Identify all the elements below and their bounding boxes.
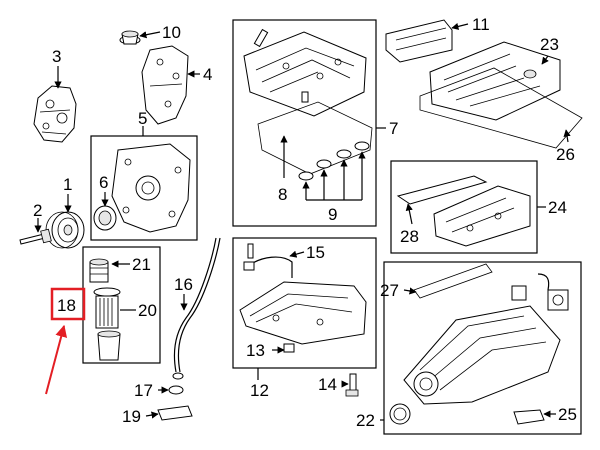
callout-16: 16 bbox=[174, 275, 193, 294]
part-spark-plug bbox=[253, 28, 269, 48]
callout-7: 7 bbox=[389, 119, 398, 138]
part-28-cover-strip bbox=[396, 175, 488, 205]
part-4-chain-cover bbox=[141, 45, 189, 125]
part-25-gasket bbox=[513, 409, 545, 425]
callout-1: 1 bbox=[63, 175, 72, 194]
part-16-dipstick-tube bbox=[172, 237, 221, 380]
part-pcv-valve bbox=[511, 273, 569, 311]
part-22-intake-manifold bbox=[389, 305, 561, 425]
callout-9: 9 bbox=[328, 205, 337, 224]
callout-18: 18 bbox=[57, 296, 76, 315]
callout-24: 24 bbox=[548, 198, 567, 217]
part-19-gasket bbox=[157, 405, 193, 421]
part-11-cover bbox=[385, 19, 453, 63]
part-20-filter-element bbox=[93, 287, 121, 329]
highlight-callout-18 bbox=[45, 287, 86, 395]
callout-27: 27 bbox=[380, 281, 399, 300]
callout-5: 5 bbox=[138, 109, 147, 128]
callout-17: 17 bbox=[134, 381, 153, 400]
part-24-engine-cover bbox=[433, 185, 531, 247]
part-3-bracket bbox=[33, 85, 77, 143]
callout-10: 10 bbox=[162, 23, 181, 42]
part-26-gasket bbox=[419, 67, 583, 149]
group-box-oil-pan bbox=[232, 237, 377, 369]
part-oil-pan-bolt bbox=[247, 243, 254, 259]
callout-23: 23 bbox=[540, 35, 559, 54]
part-6-seal bbox=[93, 205, 117, 231]
group-box-valve-cover bbox=[232, 19, 377, 227]
group-box-intake-manifold bbox=[383, 261, 582, 435]
callout-26: 26 bbox=[556, 145, 575, 164]
part-13-drain-plug bbox=[283, 343, 295, 353]
callout-25: 25 bbox=[558, 405, 577, 424]
callout-labels: 1 2 3 4 5 6 7 8 9 10 11 12 13 14 15 16 1… bbox=[33, 15, 577, 430]
callout-21: 21 bbox=[132, 255, 151, 274]
part-1-pulley bbox=[45, 211, 85, 249]
leader-lines bbox=[34, 22, 571, 421]
callout-22: 22 bbox=[356, 411, 375, 430]
callout-11: 11 bbox=[472, 15, 490, 34]
part-valve-bolt bbox=[301, 91, 309, 103]
callout-28: 28 bbox=[400, 227, 419, 246]
part-valve-cover bbox=[243, 31, 367, 117]
callout-20: 20 bbox=[138, 301, 157, 320]
part-15-pickup-tube bbox=[243, 256, 293, 278]
group-box-timing-cover bbox=[90, 135, 198, 241]
callout-4: 4 bbox=[203, 65, 212, 84]
part-14-sensor bbox=[345, 373, 359, 397]
part-5-front-cover bbox=[111, 143, 191, 233]
part-10-filler-cap bbox=[119, 30, 141, 45]
callout-14: 14 bbox=[318, 375, 337, 394]
callout-13: 13 bbox=[246, 341, 265, 360]
part-filter-housing bbox=[97, 330, 121, 361]
callout-8: 8 bbox=[278, 185, 287, 204]
part-23-upper-intake bbox=[429, 41, 561, 121]
callout-19: 19 bbox=[122, 407, 141, 426]
callout-3: 3 bbox=[52, 47, 61, 66]
highlight-arrow bbox=[45, 324, 68, 395]
part-12-oil-pan bbox=[239, 281, 367, 345]
part-21-filter-cap bbox=[89, 258, 109, 283]
part-8-cover-gasket bbox=[257, 101, 373, 175]
callout-12: 12 bbox=[250, 381, 269, 400]
callout-6: 6 bbox=[99, 173, 108, 192]
callout-2: 2 bbox=[33, 201, 42, 220]
part-2-bolt bbox=[19, 228, 52, 245]
highlight-box bbox=[50, 287, 86, 321]
part-9-seals bbox=[298, 141, 370, 181]
callout-15: 15 bbox=[306, 243, 325, 262]
part-17-oring bbox=[168, 385, 184, 395]
part-27-manifold-gasket bbox=[413, 263, 493, 299]
